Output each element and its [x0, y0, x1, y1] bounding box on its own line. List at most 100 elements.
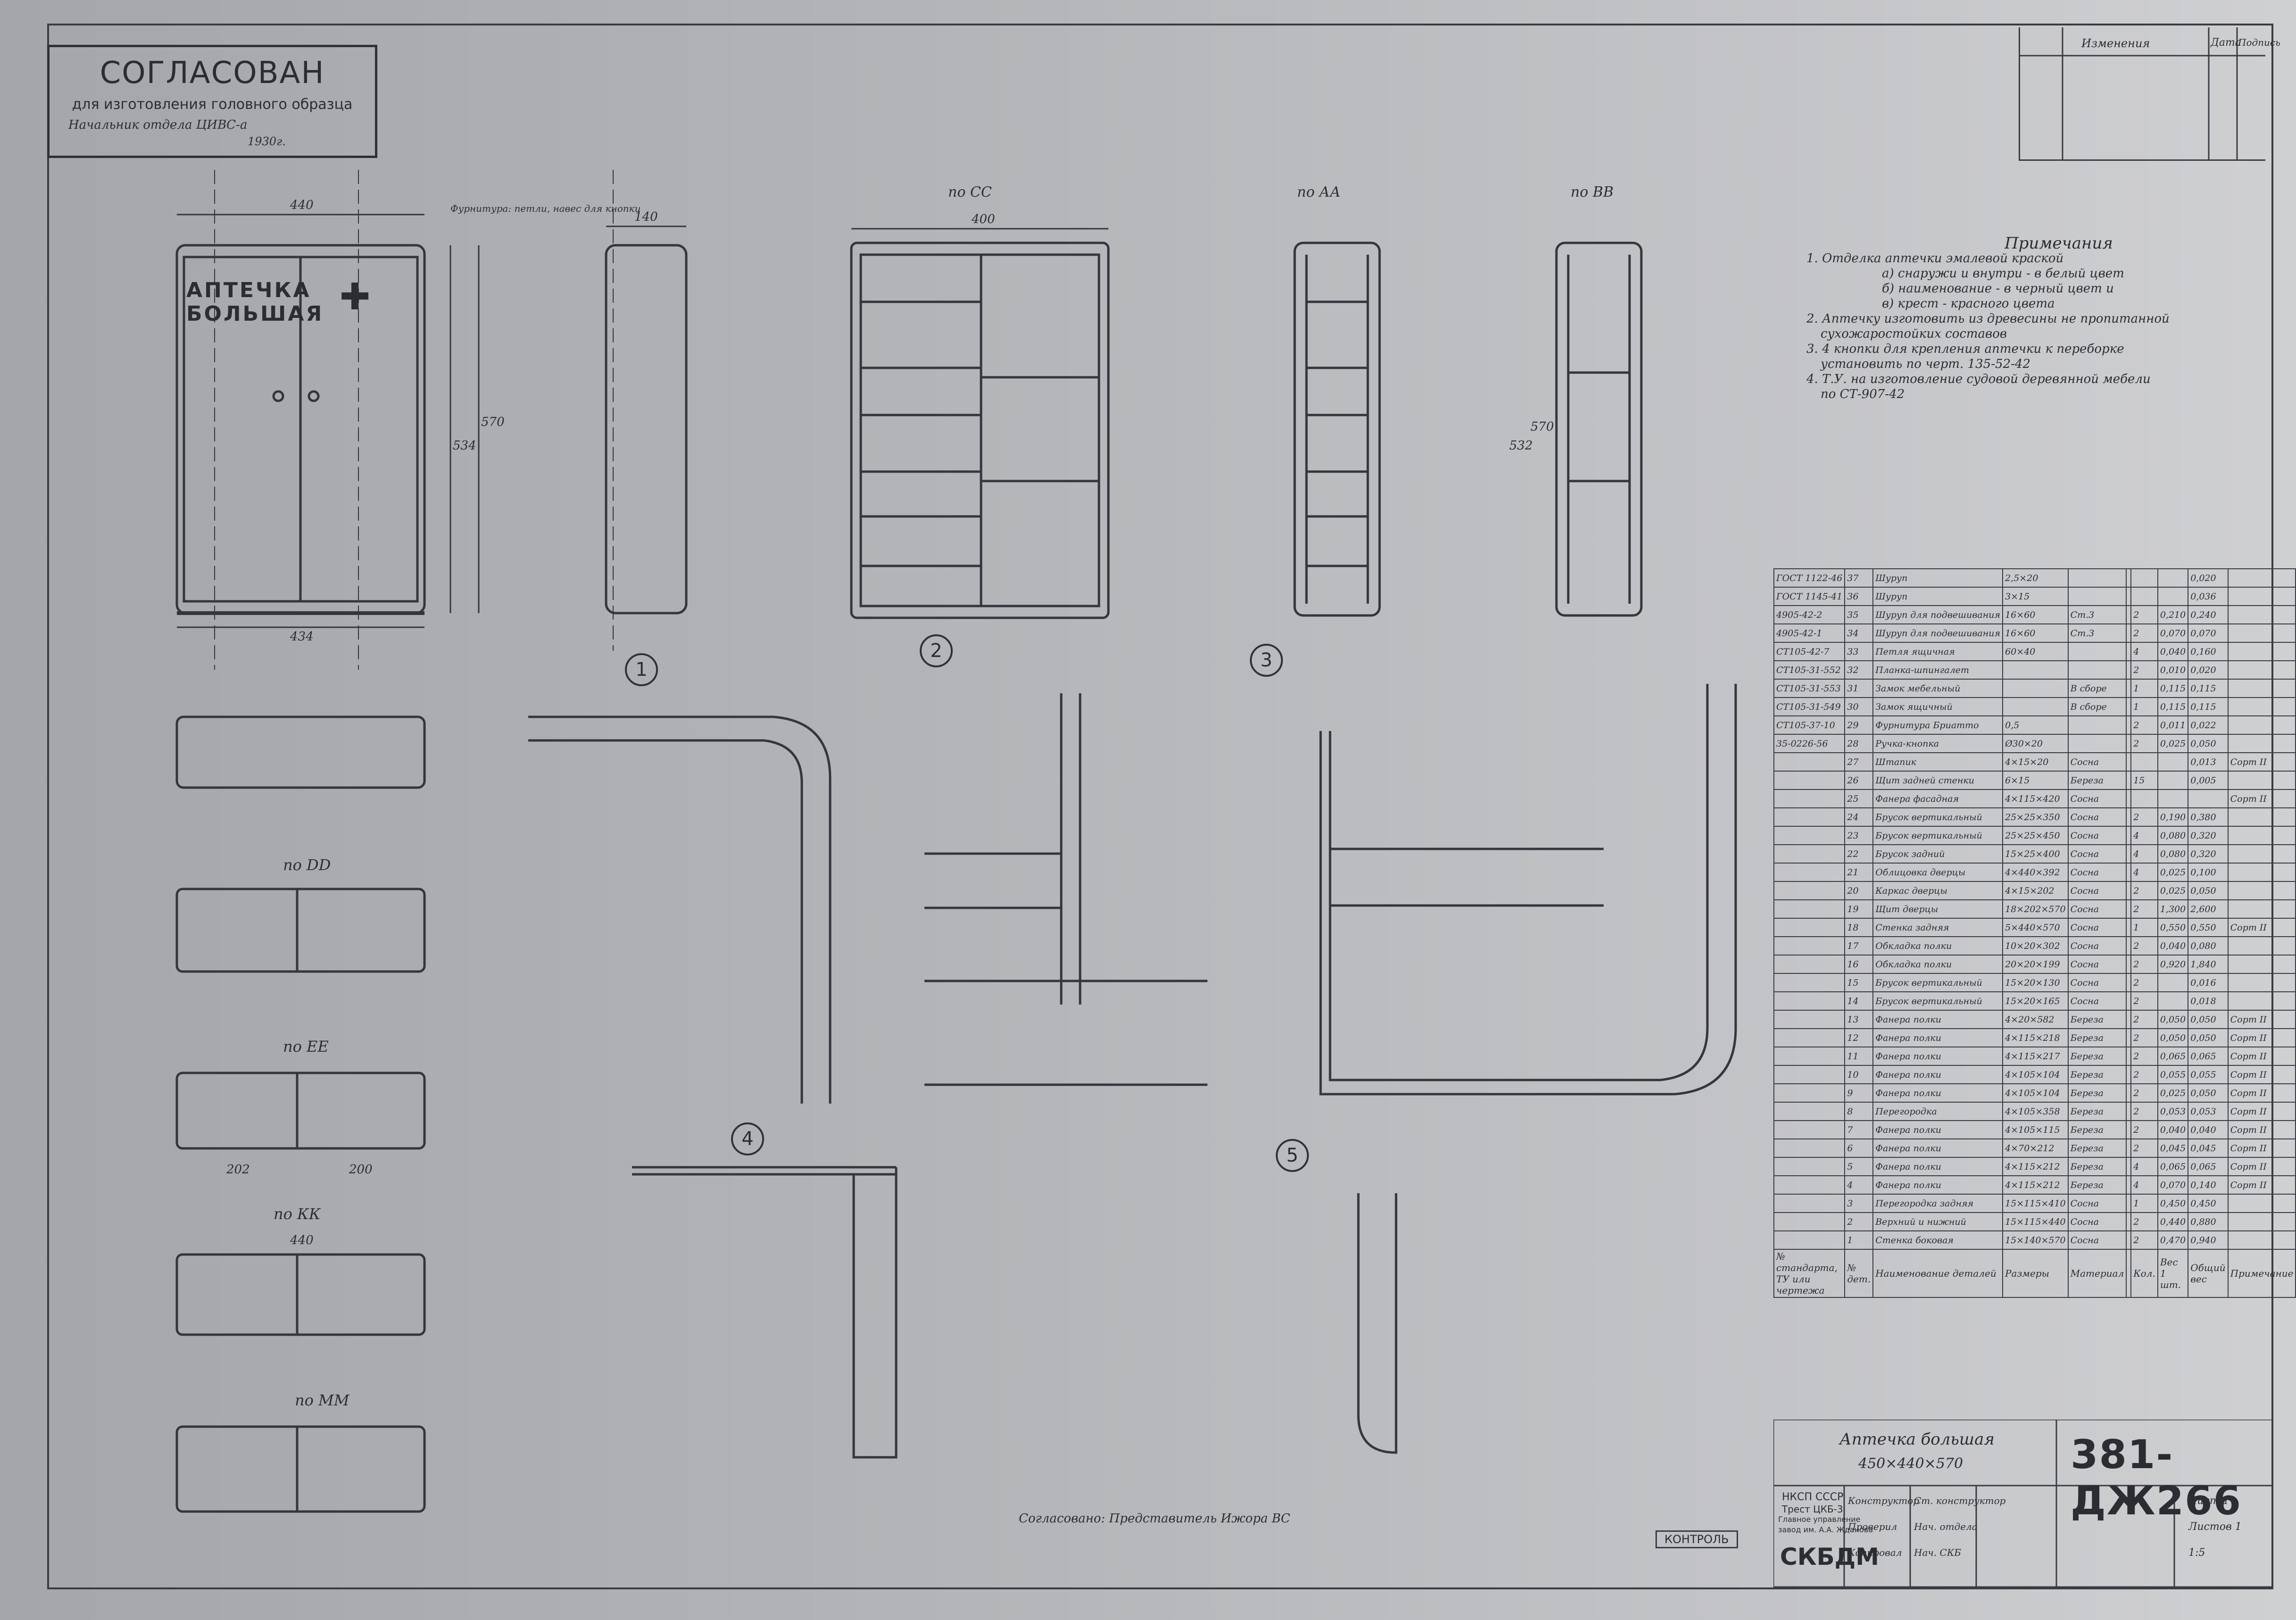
stamp-signatory: Начальник отдела ЦИВС-а: [68, 118, 248, 132]
spec-cell: Береза: [2067, 1065, 2127, 1084]
spec-cell: [2126, 1194, 2132, 1213]
spec-cell: 0,065: [2188, 1157, 2229, 1176]
spec-cell: 0,022: [2188, 715, 2229, 735]
spec-cell: 0,005: [2188, 771, 2229, 790]
spec-cell: [2130, 568, 2158, 588]
spec-cell: 0,5: [2002, 715, 2069, 735]
spec-cell: 37: [1844, 568, 1874, 588]
hinge-note: Фурнитура: петли, навес для кнопки: [450, 203, 641, 214]
spec-cell: 7: [1844, 1120, 1874, 1139]
spec-header-cell: № дет.: [1844, 1249, 1874, 1298]
spec-header-cell: № стандарта, ТУ или чертежа: [1773, 1249, 1846, 1298]
spec-cell: 0,070: [2157, 623, 2189, 643]
spec-cell: 1: [2130, 679, 2158, 698]
spec-cell: 4×20×582: [2002, 1010, 2069, 1029]
spec-cell: 0,055: [2188, 1065, 2229, 1084]
spec-cell: [2126, 1138, 2132, 1158]
spec-cell: Сосна: [2067, 881, 2127, 900]
sheet-number: Лист 1: [2188, 1495, 2229, 1507]
spec-cell: [1773, 1138, 1846, 1158]
product-size: 450×440×570: [1858, 1455, 1963, 1472]
spec-cell: 1: [2130, 1194, 2158, 1213]
callout-5: 5: [1276, 1139, 1309, 1172]
spec-cell: [2227, 936, 2296, 955]
spec-cell: Брусок вертикальный: [1872, 991, 2004, 1011]
spec-cell: Фурнитура Бриатто: [1872, 715, 2004, 735]
spec-cell: Сосна: [2067, 752, 2127, 772]
spec-cell: 16×60: [2002, 605, 2069, 624]
spec-cell: 4: [2130, 642, 2158, 661]
spec-cell: Ручка-кнопка: [1872, 734, 2004, 753]
spec-cell: 0,320: [2188, 844, 2229, 864]
note-line: 2. Аптечку изготовить из древесины не пр…: [1806, 312, 2170, 326]
spec-cell: 36: [1844, 587, 1874, 606]
spec-cell: 0,080: [2157, 844, 2189, 864]
spec-cell: Береза: [2067, 1175, 2127, 1195]
dim-side-depth: 140: [634, 210, 658, 224]
spec-cell: 4×115×420: [2002, 789, 2069, 808]
spec-cell: Сорт II: [2227, 1028, 2296, 1047]
role-chief: Нач. СКБ: [1914, 1547, 1961, 1558]
spec-cell: Фанера полки: [1872, 1175, 2004, 1195]
spec-cell: Брусок вертикальный: [1872, 826, 2004, 845]
spec-cell: 0,050: [2157, 1010, 2189, 1029]
dim-kk-width: 440: [290, 1233, 314, 1247]
spec-cell: [1773, 752, 1846, 772]
spec-cell: [1773, 973, 1846, 992]
spec-cell: [1773, 844, 1846, 864]
spec-cell: Фанера полки: [1872, 1120, 2004, 1139]
org-line-1: НКСП СССР: [1782, 1491, 1844, 1503]
role-head: Нач. отдела: [1914, 1521, 1978, 1532]
spec-cell: [2126, 789, 2132, 808]
spec-cell: 1,840: [2188, 955, 2229, 974]
spec-cell: Сосна: [2067, 1230, 2127, 1250]
note-line: сухожаростойких составов: [1821, 327, 2007, 341]
spec-cell: 6: [1844, 1138, 1874, 1158]
spec-cell: [2126, 660, 2132, 680]
spec-cell: [2126, 1010, 2132, 1029]
spec-cell: 4×105×358: [2002, 1102, 2069, 1121]
spec-cell: ГОСТ 1122-46: [1773, 568, 1846, 588]
spec-cell: СТ105-37-10: [1773, 715, 1846, 735]
note-line: 4. Т.У. на изготовление судовой деревянн…: [1806, 372, 2151, 386]
spec-cell: [1773, 771, 1846, 790]
spec-cell: 60×40: [2002, 642, 2069, 661]
section-mm-title: по ММ: [295, 1391, 349, 1409]
spec-cell: [2126, 1230, 2132, 1250]
spec-cell: 35-0226-56: [1773, 734, 1846, 753]
spec-cell: [2126, 1175, 2132, 1195]
spec-cell: Ст.3: [2067, 605, 2127, 624]
spec-cell: Брусок вертикальный: [1872, 807, 2004, 827]
spec-cell: В сборе: [2067, 679, 2127, 698]
spec-cell: Сосна: [2067, 1212, 2127, 1231]
spec-cell: Фанера полки: [1872, 1047, 2004, 1066]
spec-cell: 0,920: [2157, 955, 2189, 974]
dim-front-inner: 534: [453, 439, 476, 453]
spec-cell: [1773, 1212, 1846, 1231]
spec-cell: 0,040: [2157, 1120, 2189, 1139]
spec-cell: 0,210: [2157, 605, 2189, 624]
spec-cell: Береза: [2067, 1047, 2127, 1066]
spec-cell: 2: [2130, 1212, 2158, 1231]
spec-cell: 0,470: [2157, 1230, 2189, 1250]
spec-cell: 0,010: [2157, 660, 2189, 680]
stamp-subtitle: для изготовления головного образца: [72, 96, 353, 113]
spec-cell: Облицовка дверцы: [1872, 863, 2004, 882]
spec-cell: [2227, 844, 2296, 864]
spec-cell: [2157, 973, 2189, 992]
spec-cell: Сорт II: [2227, 1120, 2296, 1139]
section-kk-title: по КК: [274, 1205, 321, 1223]
spec-cell: 0,070: [2188, 623, 2229, 643]
spec-cell: [2227, 623, 2296, 643]
spec-cell: 1: [1844, 1230, 1874, 1250]
